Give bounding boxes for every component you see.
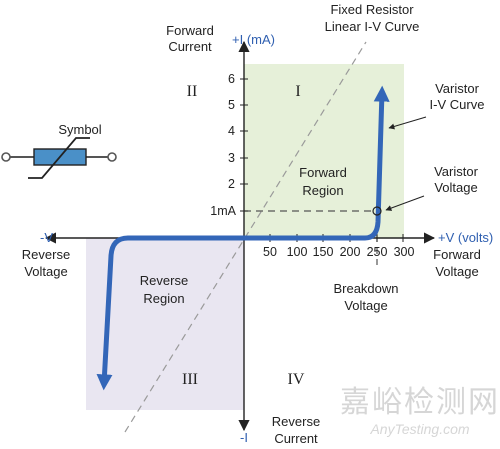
varistor-curve-pointer [388,116,427,130]
varistor-voltage-label-2: Voltage [434,180,477,195]
y-tick-label: 5 [228,98,235,112]
fixed-resistor-label-2: Linear I-V Curve [325,19,420,34]
one-ma-label: 1mA [210,204,236,218]
x-tick-label: 50 [263,245,277,259]
quadrant-label-2: II [187,83,198,100]
watermark-cn: 嘉峪检测网 [340,386,500,419]
varistor-curve-reverse [96,235,247,391]
plus-v-label: +V (volts) [438,230,493,245]
reverse-region-label-1: Reverse [140,273,188,288]
minus-v-label: -V [40,230,53,245]
quadrant-label-1: I [295,83,300,100]
symbol-label: Symbol [58,122,101,137]
x-tick-label: 100 [287,245,308,259]
varistor-symbol [1,137,117,179]
quadrant-label-3: III [182,371,198,388]
minus-i-label: -I [240,430,248,445]
quadrant-label-4: IV [288,371,305,388]
varistor-curve-label-2: I-V Curve [430,97,485,112]
reverse-current-label-1: Reverse [272,414,320,429]
forward-voltage-label-1: Forward [433,247,481,262]
forward-current-label-2: Current [168,39,212,54]
forward-region-label-2: Region [302,183,343,198]
breakdown-voltage-label-2: Voltage [344,298,387,313]
y-tick-label: 3 [228,151,235,165]
reverse-voltage-label-1: Reverse [22,247,70,262]
forward-voltage-label-2: Voltage [435,264,478,279]
varistor-curve-label-1: Varistor [435,81,479,96]
varistor-voltage-pointer [385,195,425,211]
forward-region-label-1: Forward [299,165,347,180]
varistor-voltage-label-1: Varistor [434,164,478,179]
reverse-current-label-2: Current [274,431,318,446]
plus-i-label: +I (mA) [232,32,275,47]
reverse-region-label-2: Region [143,291,184,306]
y-tick-marks [240,78,248,212]
forward-current-label-1: Forward [166,23,214,38]
x-tick-label: 250 [367,245,388,259]
y-tick-label: 6 [228,72,235,86]
y-tick-label: 4 [228,124,235,138]
varistor-curve-forward [241,85,390,241]
x-tick-label: 150 [313,245,334,259]
varistor-voltage-point [372,206,382,216]
watermark-en: AnyTesting.com [369,421,469,437]
reverse-voltage-label-2: Voltage [24,264,67,279]
x-tick-label: 300 [394,245,415,259]
fixed-resistor-label-1: Fixed Resistor [330,2,414,17]
y-tick-label: 2 [228,177,235,191]
x-tick-label: 200 [340,245,361,259]
breakdown-voltage-label-1: Breakdown [333,281,398,296]
